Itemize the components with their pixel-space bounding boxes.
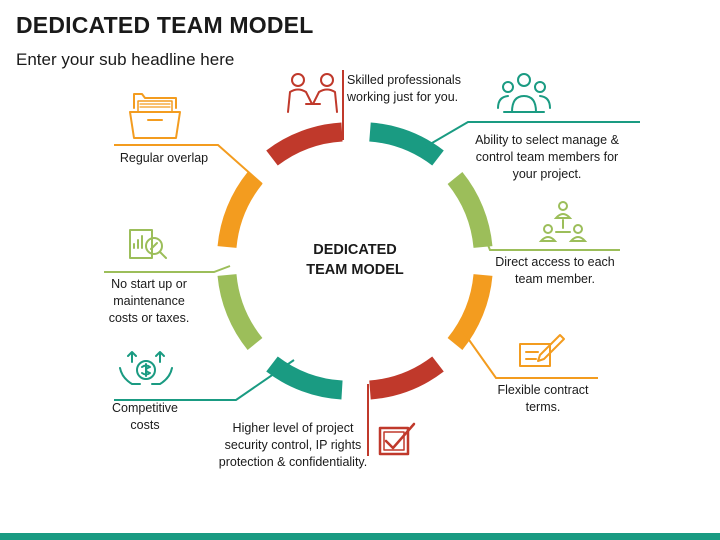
item-label-direct-access: Direct access to each team member. [495,255,615,286]
page-title: DEDICATED TEAM MODEL [16,12,314,38]
money-exchange-icon [119,351,173,385]
item-label-regular-overlap: Regular overlap [119,151,209,165]
connector-3 [477,219,620,251]
connector-7 [104,265,231,273]
item-label-competitive-costs: Competitive costs [112,401,178,432]
folder-icon [129,93,181,139]
bottom-accent-bar [0,533,720,540]
ring-segment-3 [447,172,493,249]
ring-segment-5 [369,356,444,400]
connector-2 [419,121,640,151]
tax-document-icon [129,229,167,259]
ring-segment-6 [266,356,343,400]
ring-segment-1 [266,122,343,166]
handshake-people-icon [287,73,338,113]
center-label: DEDICATED TEAM MODEL [306,242,404,278]
connector-4 [461,329,598,379]
item-label-flexible-contract: Flexible contract terms. [497,383,589,414]
ring-segment-2 [369,122,444,166]
contract-pencil-icon [519,334,565,367]
ring-segment-8 [217,172,263,249]
checkbox-icon [378,422,416,456]
connector-6 [114,359,295,401]
item-label-skilled-professionals: Skilled professionals working just for y… [347,73,461,104]
ring-segment-4 [447,273,493,350]
ring-segment-7 [217,273,263,350]
page-subtitle: Enter your sub headline here [16,50,235,69]
item-label-select-manage: Ability to select manage & control team … [475,133,619,181]
item-label-no-startup: No start up or maintenance costs or taxe… [108,277,190,325]
team-group-icon [497,73,551,113]
team-hierarchy-icon [538,201,588,242]
connector-8 [114,144,263,185]
item-label-security: Higher level of project security control… [218,421,368,469]
